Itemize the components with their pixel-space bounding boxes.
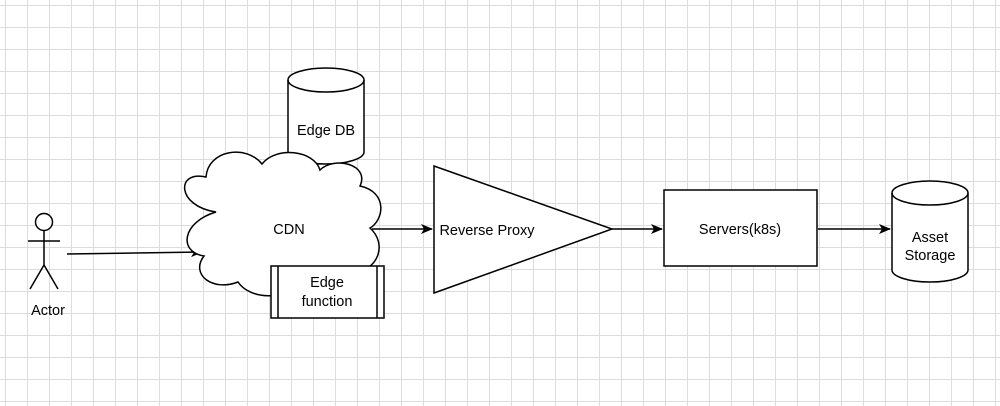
actor-node[interactable]: Actor	[28, 212, 65, 320]
asset-storage-label-line2: Storage	[905, 248, 956, 264]
edge-db-label: Edge DB	[297, 123, 355, 139]
storage-cylinder-rim	[891, 192, 969, 206]
cloud-icon	[183, 151, 382, 297]
database-cylinder-icon	[287, 67, 365, 165]
reverse-proxy-node[interactable]: Reverse Proxy	[433, 164, 615, 295]
asset-storage-node[interactable]: Asset Storage	[891, 180, 969, 283]
stick-figure-icon	[28, 212, 60, 290]
servers-node[interactable]: Servers(k8s)	[663, 189, 818, 267]
storage-cylinder-icon	[891, 180, 969, 283]
edge-function-node[interactable]: Edge function	[270, 265, 385, 319]
actor-label: Actor	[31, 303, 65, 319]
servers-box	[663, 189, 818, 267]
cdn-node[interactable]: CDN	[183, 151, 382, 297]
triangle-shape	[433, 164, 615, 295]
edge-db-node[interactable]: Edge DB	[287, 67, 365, 165]
edge-function-label-line2: function	[302, 294, 353, 310]
reverse-proxy-label: Reverse Proxy	[439, 223, 535, 239]
servers-label: Servers(k8s)	[699, 222, 781, 238]
edge-function-label-line1: Edge	[310, 275, 344, 291]
cdn-label: CDN	[273, 222, 304, 238]
edge-actor-to-cdn[interactable]	[66, 247, 203, 258]
process-box	[270, 265, 385, 319]
connectors	[66, 224, 891, 258]
asset-storage-label-line1: Asset	[912, 230, 948, 246]
database-cylinder-rim	[287, 79, 365, 93]
